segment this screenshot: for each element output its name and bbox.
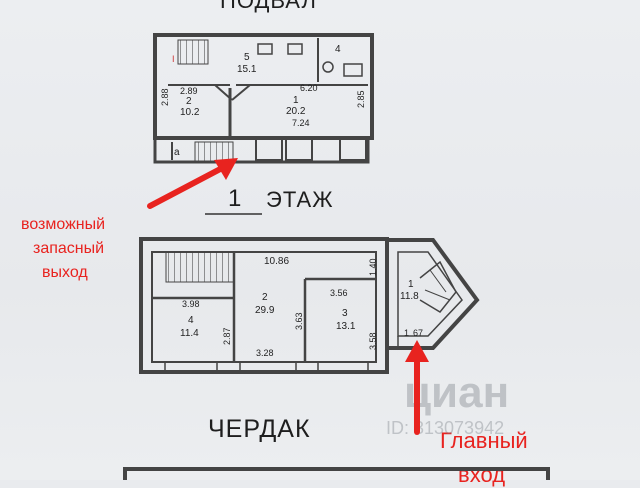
floor1-window: [317, 361, 369, 373]
basement-room-4-num: 4: [335, 44, 341, 55]
floor1-room-2-area: 29.9: [255, 305, 275, 316]
emergency-exit-line-1: возможный: [21, 216, 106, 233]
basement-room-2-area: 10.2: [180, 107, 200, 118]
floor1-dim: 3.63: [294, 312, 304, 330]
basement-dim: 7.24: [292, 118, 310, 128]
floor1-room-1-num: 1: [408, 279, 414, 290]
basement-plan: [153, 33, 374, 164]
basement-partition: [231, 84, 251, 101]
basement-fixture: [257, 43, 273, 55]
floor1-stairs: [165, 251, 235, 283]
basement-lower-strip: [153, 138, 370, 164]
floor1-room-3-num: 3: [342, 308, 348, 319]
basement-mark-i: I: [172, 54, 175, 64]
watermark-brand: циан: [404, 368, 510, 417]
basement-room-1-area: 20.2: [286, 106, 306, 117]
floor1-door-label: 1: [404, 328, 409, 338]
floor1-heading-number: 1: [228, 185, 242, 212]
floor1-dim: 10.86: [264, 256, 289, 267]
floor1-door-size: 67: [413, 328, 423, 338]
main-entrance-line-1: Главный: [440, 428, 528, 453]
floor1-labels: 10.86 1.40 3.98 3.56 3.63 2.87 3.58 3.28…: [180, 256, 423, 358]
basement-dim: 6.20: [300, 83, 318, 93]
floor1-entrance-inner: [397, 251, 463, 337]
basement-stairs-lower: [194, 141, 234, 162]
basement-dim: 2.85: [356, 90, 366, 108]
floor1-room-1-area: 11.8: [400, 291, 419, 302]
floor1-dim: 3.56: [330, 288, 348, 298]
floor1-dim: 1.40: [368, 258, 378, 276]
basement-dim: 2.88: [160, 88, 170, 106]
emergency-exit-line-2: запасный: [33, 240, 105, 257]
floor1-dim: 3.98: [182, 299, 200, 309]
basement-heading: ПОДВАЛ: [220, 0, 317, 13]
attic-outer-wall: [123, 467, 550, 480]
basement-labels: 5 15.1 4 2 10.2 1 20.2 2.89 6.20 2.88 7.…: [160, 44, 366, 158]
basement-room-5-area: 15.1: [237, 64, 257, 75]
basement-partition: [214, 84, 233, 101]
floor1-dim: 2.87: [222, 327, 232, 345]
basement-window: [255, 137, 283, 161]
basement-dim: 2.89: [180, 86, 198, 96]
attic-plan: [123, 467, 550, 480]
floor1-room-3-area: 13.1: [336, 321, 356, 332]
emergency-exit-line-3: выход: [42, 264, 88, 281]
basement-room-1-num: 1: [293, 95, 299, 106]
floor1-room-4-num: 4: [188, 315, 194, 326]
floor1-window: [164, 361, 218, 373]
basement-fixture: [343, 63, 363, 77]
floor1-window: [239, 361, 297, 373]
basement-stairs: [177, 39, 209, 65]
emergency-exit-arrow: [147, 158, 238, 209]
basement-fixture: [287, 43, 303, 55]
floor1-inner-wall: [151, 251, 377, 363]
floor1-dim: 3.28: [256, 348, 274, 358]
attic-heading: ЧЕРДАК: [208, 415, 311, 443]
floor1-spiral-stairs: [419, 260, 457, 313]
basement-mark-a: a: [174, 147, 180, 158]
basement-window: [285, 137, 313, 161]
floor1-heading-word: ЭТАЖ: [266, 187, 334, 212]
basement-room-5-num: 5: [244, 52, 250, 63]
basement-window: [339, 137, 367, 161]
floor1-outer-wall: [139, 237, 389, 374]
floor1-dim: 3.58: [368, 332, 378, 350]
floor1-room-2-num: 2: [262, 292, 268, 303]
floor1-room-4-area: 11.4: [180, 328, 199, 339]
basement-outer-wall: [153, 33, 374, 140]
basement-fixture: [322, 61, 334, 73]
basement-room-2-num: 2: [186, 96, 192, 107]
main-entrance-arrow: [405, 340, 429, 435]
